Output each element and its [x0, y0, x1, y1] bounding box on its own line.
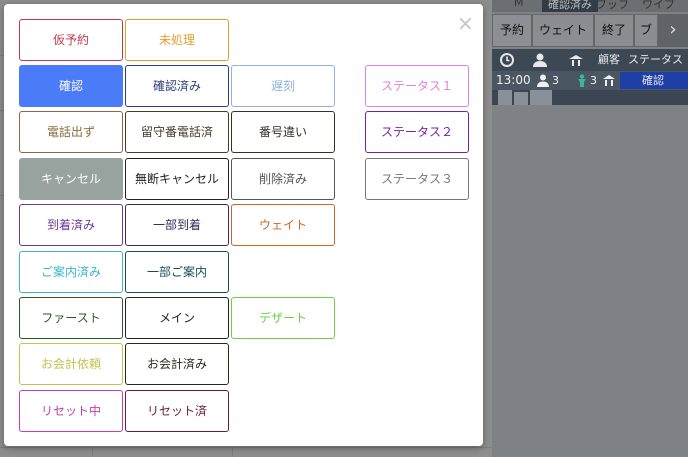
status-button-tochaku-zumi[interactable]: 到着済み — [19, 204, 123, 246]
top-tab-bar: M 確認済み ブッフ ワイブ — [492, 0, 688, 12]
divider — [232, 447, 233, 457]
header-status: ステータス — [628, 53, 683, 66]
status-button-okaikei-irai[interactable]: お会計依頼 — [19, 343, 123, 385]
table-icon — [568, 49, 584, 71]
status-button-wait[interactable]: ウェイト — [231, 204, 335, 246]
view-tabs: 予約 ウェイト 終了 ブ › — [492, 14, 688, 47]
status-button-mishori[interactable]: 未処理 — [125, 19, 229, 61]
divider — [0, 447, 492, 448]
table-row[interactable]: 13:00 3 3 確認 — [492, 71, 688, 90]
status-button-mudan-cancel[interactable]: 無断キャンセル — [125, 158, 229, 200]
status-button-chikoku[interactable]: 遅刻 — [231, 65, 335, 107]
status-button-first[interactable]: ファースト — [19, 297, 123, 339]
status-button-kari-yoyaku[interactable]: 仮予約 — [19, 19, 123, 61]
status-button-status-3[interactable]: ステータス３ — [365, 158, 469, 200]
status-button-dessert[interactable]: デザート — [231, 297, 335, 339]
reservation-panel: M 確認済み ブッフ ワイブ 予約 ウェイト 終了 ブ › 顧客 ステータス 1… — [492, 0, 688, 457]
tab-wait[interactable]: ウェイト — [532, 14, 594, 47]
status-button-ichibu-tochaku[interactable]: 一部到着 — [125, 204, 229, 246]
top-tab[interactable]: ワイブ — [642, 0, 675, 11]
status-button-goannai-zumi[interactable]: ご案内済み — [19, 251, 123, 293]
status-button-sakujo-zumi[interactable]: 削除済み — [231, 158, 335, 200]
chevron-right-icon[interactable]: › — [658, 14, 688, 47]
child-count: 3 — [590, 74, 597, 87]
status-button-reset-chu[interactable]: リセット中 — [19, 390, 123, 432]
person-icon — [532, 49, 548, 71]
table-header: 顧客 ステータス — [492, 49, 688, 71]
table-icon — [602, 71, 616, 93]
status-button-kakunin[interactable]: 確認 — [19, 65, 123, 107]
status-button-ichibu-goannai[interactable]: 一部ご案内 — [125, 251, 229, 293]
adult-count: 3 — [552, 74, 559, 87]
reservation-time: 13:00 — [496, 73, 531, 87]
tab-more[interactable]: ブ — [634, 14, 658, 47]
status-button-bango-chigai[interactable]: 番号違い — [231, 111, 335, 153]
tab-reservations[interactable]: 予約 — [492, 14, 532, 47]
divider — [92, 447, 93, 457]
status-button-cancel[interactable]: キャンセル — [19, 158, 123, 200]
status-select-modal: × 仮予約未処理確認確認済み遅刻電話出ず留守番電話済番号違いキャンセル無断キャン… — [4, 4, 483, 446]
status-button-reset-zumi[interactable]: リセット済 — [125, 390, 229, 432]
blurred-text — [530, 90, 552, 105]
header-guest: 顧客 — [598, 53, 620, 66]
status-button-status-2[interactable]: ステータス２ — [365, 111, 469, 153]
status-badge: 確認 — [620, 72, 688, 89]
clock-icon — [500, 49, 514, 71]
child-icon — [576, 71, 588, 93]
status-button-denwa-dasu[interactable]: 電話出ず — [19, 111, 123, 153]
status-button-main[interactable]: メイン — [125, 297, 229, 339]
status-button-rusuban[interactable]: 留守番電話済 — [125, 111, 229, 153]
status-button-kakunin-zumi[interactable]: 確認済み — [125, 65, 229, 107]
status-button-okaikei-zumi[interactable]: お会計済み — [125, 343, 229, 385]
close-icon[interactable]: × — [457, 11, 474, 35]
top-tab[interactable]: M — [514, 0, 524, 9]
blurred-text — [498, 90, 512, 105]
top-tab[interactable]: ブッフ — [596, 0, 629, 11]
table-row-detail — [492, 90, 688, 105]
blurred-text — [514, 92, 528, 105]
status-button-status-1[interactable]: ステータス１ — [365, 65, 469, 107]
adult-icon — [536, 71, 550, 93]
top-tab[interactable]: 確認済み — [542, 0, 598, 12]
tab-finished[interactable]: 終了 — [594, 14, 634, 47]
